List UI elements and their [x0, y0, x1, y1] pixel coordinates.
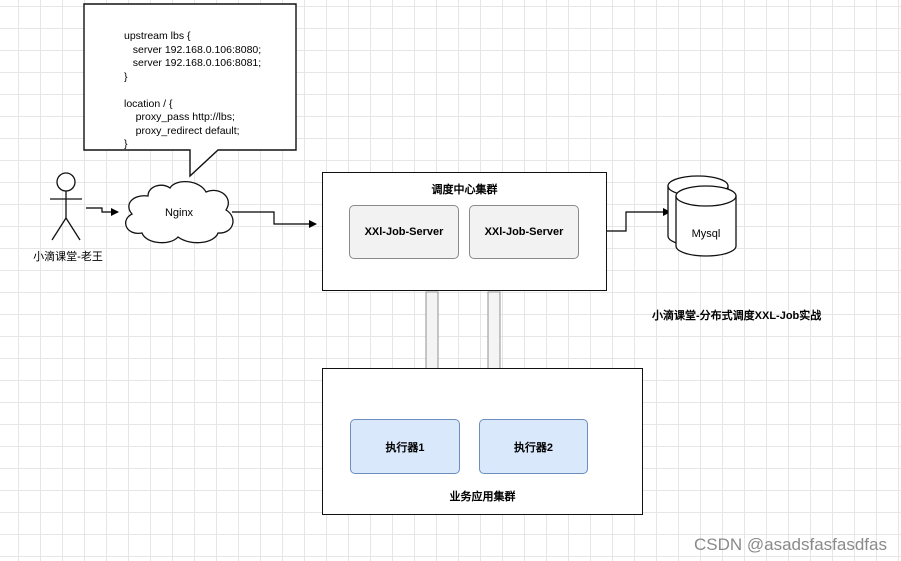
config-line: }	[124, 138, 128, 150]
actor-to-nginx-arrow	[86, 207, 119, 216]
nginx-config-callout: upstream lbs { server 192.168.0.106:8080…	[124, 30, 294, 152]
executor-2: 执行器2	[479, 419, 588, 474]
csdn-watermark: CSDN @asadsfasfasdfas	[693, 535, 887, 554]
config-callout-shape	[83, 3, 297, 178]
actor-icon	[50, 172, 82, 241]
mysql-label: Mysql	[691, 228, 721, 240]
job-server-1: XXl-Job-Server	[349, 205, 459, 259]
business-cluster-title: 业务应用集群	[449, 491, 516, 503]
config-line: server 192.168.0.106:8081;	[124, 57, 262, 69]
mysql-database-icon	[667, 175, 737, 257]
config-line: server 192.168.0.106:8080;	[124, 43, 262, 56]
nginx-to-scheduler-arrow	[232, 211, 317, 228]
actor-label: 小滴课堂-老王	[33, 251, 103, 263]
config-line: }	[124, 70, 128, 83]
config-line: location / {	[124, 97, 173, 110]
config-line	[124, 84, 294, 98]
nginx-cloud-shape	[125, 181, 234, 244]
nginx-label: Nginx	[164, 207, 194, 219]
scheduler-cluster-title: 调度中心集群	[431, 184, 498, 196]
job-server-2: XXl-Job-Server	[469, 205, 579, 259]
config-line: upstream lbs {	[124, 30, 191, 42]
config-line: proxy_redirect default;	[124, 124, 240, 137]
diagram-caption: 小滴课堂-分布式调度XXL-Job实战	[652, 310, 822, 322]
config-line: proxy_pass http://lbs;	[124, 111, 235, 123]
executor-1: 执行器1	[350, 419, 460, 474]
